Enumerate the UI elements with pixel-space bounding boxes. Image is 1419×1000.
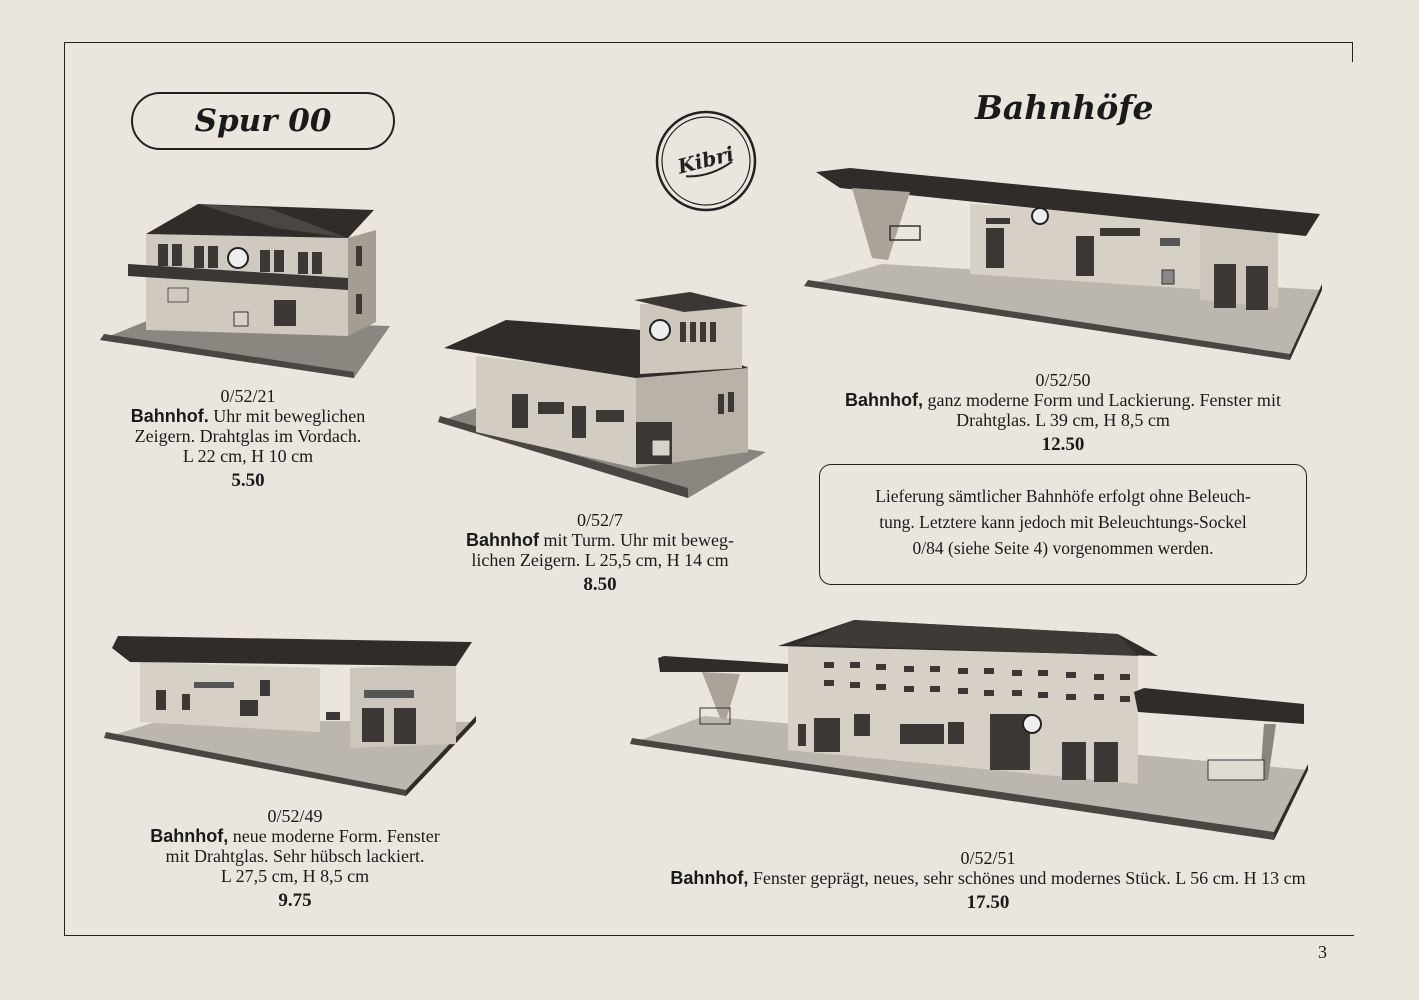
product-code: 0/52/51 (960, 848, 1016, 868)
page-frame-bottom-rule (64, 935, 1354, 936)
product-code: 0/52/7 (576, 510, 623, 530)
product-name: Bahnhof. (130, 406, 209, 426)
product-caption-0-52-21: 0/52/21 Bahnhof. Uhr mit beweglichen Zei… (100, 386, 396, 491)
notice-line: tung. Letztere kann jedoch mit Beleuchtu… (879, 512, 1247, 532)
product-caption-0-52-51: 0/52/51 Bahnhof, Fenster geprägt, neues,… (630, 848, 1346, 913)
product-desc-line: neue moderne Form. Fenster (232, 826, 440, 846)
product-code: 0/52/21 (220, 386, 276, 406)
product-caption-0-52-49: 0/52/49 Bahnhof, neue moderne Form. Fens… (130, 806, 460, 911)
product-photo-0-52-21 (100, 204, 390, 378)
product-desc-line: Zeigern. Drahtglas im Vordach. (134, 426, 362, 446)
product-desc-line: Uhr mit beweglichen (213, 406, 366, 426)
page-number: 3 (1318, 942, 1327, 962)
product-desc-line: ganz moderne Form und Lackierung. Fenste… (927, 390, 1281, 410)
product-photo-0-52-49 (104, 636, 476, 796)
product-price: 8.50 (583, 574, 617, 595)
product-dimensions: L 27,5 cm, H 8,5 cm (220, 866, 370, 886)
page-frame (64, 42, 1353, 936)
product-desc-line: lichen Zeigern. L 25,5 cm, H 14 cm (471, 550, 729, 570)
product-dimensions: L 22 cm, H 10 cm (182, 446, 314, 466)
product-desc-line: Drahtglas. L 39 cm, H 8,5 cm (956, 410, 1170, 430)
product-desc-line: mit Drahtglas. Sehr hübsch lackiert. (165, 846, 425, 866)
product-photo-0-52-50 (804, 168, 1322, 360)
product-code: 0/52/50 (1035, 370, 1091, 390)
product-price: 5.50 (231, 470, 265, 491)
product-photo-0-52-7 (438, 292, 766, 498)
product-caption-0-52-7: 0/52/7 Bahnhof mit Turm. Uhr mit beweg- … (440, 510, 760, 595)
kibri-logo: Kibri (655, 110, 757, 212)
product-photo-0-52-51 (630, 620, 1308, 840)
product-desc-line: mit Turm. Uhr mit beweg- (543, 530, 734, 550)
product-price: 9.75 (278, 890, 312, 911)
product-caption-0-52-50: 0/52/50 Bahnhof, ganz moderne Form und L… (808, 370, 1318, 455)
product-price: 12.50 (1041, 434, 1085, 455)
gauge-badge: Spur 00 (131, 92, 395, 150)
notice-line: Lieferung sämtlicher Bahnhöfe erfolgt oh… (875, 486, 1251, 506)
product-code: 0/52/49 (267, 806, 323, 826)
section-title: Bahnhöfe (975, 88, 1154, 127)
product-name: Bahnhof, (670, 868, 749, 888)
product-desc-line: Fenster geprägt, neues, sehr schönes und… (752, 868, 1306, 888)
product-name: Bahnhof (466, 530, 539, 550)
page-frame-corner (1352, 42, 1353, 62)
product-price: 17.50 (966, 892, 1010, 913)
product-name: Bahnhof, (150, 826, 229, 846)
logo-text: Kibri (674, 141, 736, 178)
product-name: Bahnhof, (845, 390, 924, 410)
notice-line: 0/84 (siehe Seite 4) vorgenommen werden. (912, 538, 1214, 558)
lighting-notice-box: Lieferung sämtlicher Bahnhöfe erfolgt oh… (819, 464, 1307, 585)
